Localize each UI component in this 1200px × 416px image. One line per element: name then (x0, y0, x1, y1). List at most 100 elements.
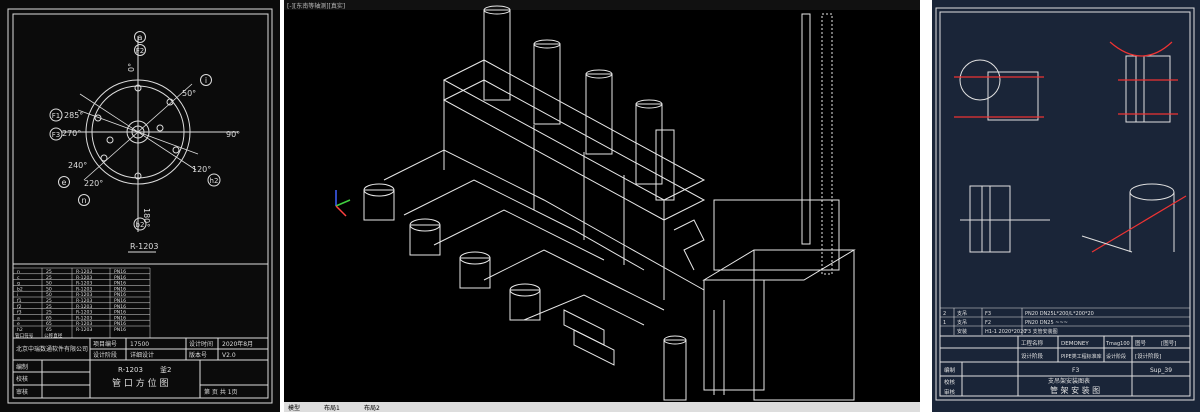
drawing-name: 管 口 方 位 图 (112, 377, 168, 389)
revision-table-cell: PN20 DN25 ~~~ (1025, 320, 1068, 326)
item2: [图号] (1161, 339, 1176, 347)
version: V2.0 (222, 352, 236, 359)
angle-90: 90° (226, 130, 240, 139)
nozzle-table-cell: R-1203 (76, 315, 92, 321)
layout-tabs[interactable]: 模型 布局1 布局2 (288, 404, 380, 412)
revision-table-cell: 1 (943, 320, 946, 326)
nozzle-table-cell: 50 (46, 292, 52, 298)
version-label: 版本号 (189, 351, 207, 359)
title-block: 北京中瑞数通软件有限公司 项目编号 17500 设计时间 2020年8月 设计阶… (13, 337, 268, 398)
nozzle-table-cell: R-1203 (76, 286, 92, 292)
angle-285: 285° (64, 111, 83, 120)
unit: DEMONEY (1061, 341, 1089, 347)
nozzle-table-cell: R-1203 (76, 321, 92, 327)
revision-table-cell: F3 (985, 311, 991, 317)
angle-50: 50° (182, 89, 196, 98)
nozzle-table-cell: i (17, 292, 18, 298)
nozzle-table-cell: 65 (46, 321, 52, 327)
nozzle-table-cell: PN16 (114, 327, 126, 333)
page-text: 第 页 共 1页 (204, 388, 238, 396)
revision-table-cell: 安装 (957, 328, 967, 335)
tab-layout1[interactable]: 布局1 (324, 404, 340, 412)
nozzle-table-cell: PN16 (114, 269, 126, 275)
design: PIPE类工程标准库 (1061, 353, 1102, 360)
design-label: 设计阶段 (1021, 352, 1044, 360)
nozzle-table-cell: 25 (46, 269, 52, 275)
row-label-compile: 编制 (16, 363, 28, 371)
nozzle-label-a: a (138, 33, 143, 42)
nozzle-table-cell: 25 (46, 275, 52, 281)
nozzle-table-cell: R-1203 (76, 304, 92, 310)
nozzle-table-cell: R-1203 (76, 269, 92, 275)
nozzle-table-cell: R-1203 (76, 281, 92, 287)
angle-120: 120° (192, 165, 211, 174)
right-subtitle: 支吊架安装图表 (1048, 377, 1090, 385)
design-time-label: 设计时间 (189, 340, 213, 348)
item-label: Tmag100 (1105, 341, 1130, 347)
nozzle-label-i: i (205, 76, 207, 85)
right-row-check: 校核 (944, 378, 956, 386)
angle-240: 240° (68, 161, 87, 170)
revision-table-cell: 支吊 (957, 319, 967, 326)
phase: [设计阶段] (1135, 352, 1161, 360)
angle-0: 0° (127, 63, 136, 72)
viewport-header[interactable]: [-][东南等轴测][真实] (287, 2, 345, 10)
nozzle-table-cell: R-1203 (76, 292, 92, 298)
sheet-no: 釜2 (160, 365, 171, 374)
nozzle-table-cell: 25 (46, 304, 52, 310)
nozzle-table-cell: 50 (46, 281, 52, 287)
angle-180: 180° (142, 208, 151, 227)
revision-table-cell: 支吊 (957, 310, 967, 317)
nozzle-table-header: 公称直径 (44, 332, 63, 339)
nozzle-table-cell: PN16 (114, 298, 126, 304)
nozzle-table-cell: PN16 (114, 321, 126, 327)
revision-table-cell: 2 (943, 311, 946, 317)
nozzle-table-cell: R-1203 (76, 275, 92, 281)
right-title-block: 工程名称 DEMONEY Tmag100 图号 [图号] 设计阶段 PIPE类工… (940, 335, 1190, 396)
equipment-tag: R-1203 (130, 242, 158, 251)
stage-label: 设计阶段 (93, 351, 117, 359)
nozzle-table-header: 管口符号 (15, 332, 34, 339)
angle-270: 270° (62, 129, 81, 138)
right-code: Sup_39 (1150, 367, 1172, 374)
nozzle-table-cell: PN16 (114, 310, 126, 316)
nozzle-orientation-drawing: a F2 i h2 b2 n e F1 F3 0° 50° 90° 120° 1… (0, 0, 280, 412)
tab-layout2[interactable]: 布局2 (364, 404, 380, 412)
nozzle-label-n: n (81, 196, 86, 205)
nozzle-table-cell: PN16 (114, 304, 126, 310)
revision-table-cell: H1-1 2020*2020 (985, 329, 1026, 335)
ucs-axis-icon (335, 190, 351, 217)
row-label-review: 审核 (16, 388, 28, 396)
nozzle-table-cell: g (17, 282, 20, 287)
nozzle-label-h2: h2 (210, 177, 219, 185)
nozzle-label-e: e (62, 178, 67, 187)
project-no: 17500 (130, 341, 149, 348)
support-drawing-svg: 2 支吊 F3 PN20 DN25L*200/L*200*20 1 支吊 F2 PN20 DN… (935, 7, 1195, 401)
nozzle-table-cell: f3 (17, 310, 22, 316)
nozzle-table-cell: PN16 (114, 275, 126, 281)
right-row-review: 审核 (944, 388, 956, 396)
3d-model-viewport[interactable]: [-][东南等轴测][真实] (284, 0, 920, 412)
nozzle-table-cell: b2 (17, 286, 23, 292)
nozzle-table-cell: 25 (46, 298, 52, 304)
nozzle-table-cell: a (17, 316, 20, 321)
nozzle-table-cell: R-1203 (76, 327, 92, 333)
nozzle-label-b2: b2 (136, 221, 145, 229)
nozzle-table-cell: PN16 (114, 286, 126, 292)
revision-table-cell: PN20 DN25L*200/L*200*20 (1025, 311, 1094, 317)
company-name: 北京中瑞数通软件有限公司 (16, 345, 88, 353)
stage: 详细设计 (130, 351, 154, 359)
nozzle-table-cell: f2 (17, 304, 22, 310)
tab-model[interactable]: 模型 (288, 404, 300, 412)
nozzle-label-f3: F3 (52, 131, 60, 139)
revision-table-cell: F3 支管安装图 (1025, 328, 1058, 335)
isometric-plant-svg[interactable]: [-][东南等轴测][真实] (284, 0, 920, 412)
angle-220: 220° (84, 179, 103, 188)
unit-label: 工程名称 (1021, 339, 1044, 347)
nozzle-table-cell: c (17, 276, 20, 281)
revision-table-cell: F2 (985, 320, 991, 326)
nozzle-table-cell: 65 (46, 327, 52, 333)
right-drawing-name: 管 架 安 装 图 (1050, 385, 1100, 395)
nozzle-table-cell: n (17, 270, 20, 275)
nozzle-table-cell: 65 (46, 315, 52, 321)
